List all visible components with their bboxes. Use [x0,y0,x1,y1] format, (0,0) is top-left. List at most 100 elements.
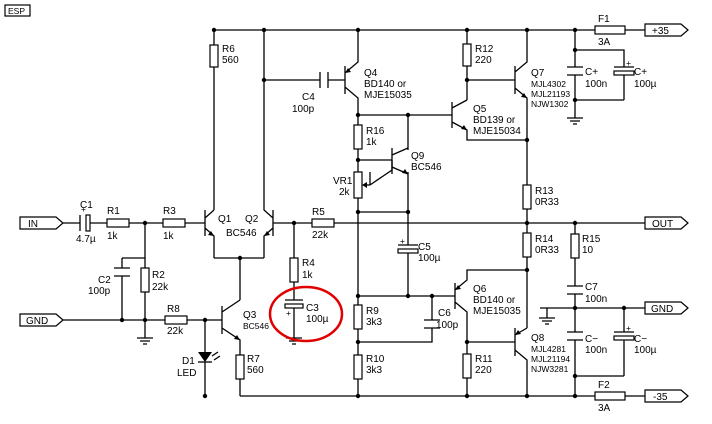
r2-value: 22k [152,282,169,293]
svg-text:+: + [626,323,631,333]
r14-ref: R14 [535,234,554,245]
r3-value: 1k [163,231,175,242]
resistor-r5: R5 22k [311,207,335,241]
r12-value: 220 [475,55,492,66]
r4-value: 1k [302,270,314,281]
cn1-ref: C− [585,334,598,345]
c4-value: 100p [292,104,315,115]
q6-type-b: MJE15035 [473,306,521,317]
transistor-q7: Q7 MJL4302 MJL21193 NJW1302 [514,30,570,185]
resistor-r16: R16 1k [353,124,385,150]
capacitor-c-minus-100u: + C− 100µ [613,308,657,376]
r1-value: 1k [107,231,119,242]
svg-text:+: + [81,204,86,214]
capacitor-c7: C7 100n [567,282,607,308]
transistor-q3: Q3 BC546 [221,299,269,355]
c7-ref: C7 [585,282,598,293]
q3-ref: Q3 [243,310,257,321]
capacitor-c3: + C3 100µ [284,299,329,345]
r4-ref: R4 [302,258,315,269]
q1-q2-type: BC546 [226,228,257,239]
pos-rail-terminal[interactable]: +35 [644,23,689,37]
q4-type-a: BD140 or [364,79,407,90]
esp-logo-text: ESP [8,6,25,16]
q9-type: BC546 [411,162,442,173]
q4-type-b: MJE15035 [364,90,412,101]
c1-value: 4.7µ [76,234,96,245]
q7-type-b: MJL21193 [531,89,570,99]
capacitor-c2: C2 100p [88,267,130,297]
c5-ref: C5 [418,242,431,253]
resistor-r6: R6 560 [209,30,239,210]
r2-ref: R2 [152,270,165,281]
neg-rail-label: -35 [653,392,668,403]
r11-ref: R11 [475,354,493,365]
c1-ref: C1 [80,200,93,211]
q8-type-b: MJL21194 [531,354,570,364]
gnd-left-terminal[interactable]: GND [19,313,64,327]
out-label: OUT [652,219,673,230]
q5-type-a: BD139 or [473,115,516,126]
r5-ref: R5 [312,207,325,218]
resistor-r3: R3 1k [162,206,186,242]
r14-value: 0R33 [535,245,559,256]
q6-type-a: BD140 or [473,295,516,306]
cp1-value: 100n [585,79,607,90]
svg-text:+: + [626,58,631,68]
q9-ref: Q9 [411,151,425,162]
transistor-q9: Q9 BC546 [391,147,442,175]
r3-ref: R3 [163,206,176,217]
transistor-q4: Q4 BD140 or MJE15035 [344,30,412,125]
c2-value: 100p [88,286,111,297]
r16-value: 1k [366,137,378,148]
resistor-r9: R9 3k3 [353,304,383,330]
f2-value: 3A [598,403,611,414]
c6-ref: C6 [438,308,451,319]
r13-ref: R13 [535,186,554,197]
r7-ref: R7 [247,354,260,365]
r10-ref: R10 [366,354,385,365]
q5-type-b: MJE15034 [473,126,521,137]
gnd-left-label: GND [26,316,48,327]
r15-ref: R15 [582,234,601,245]
q8-type-a: MJL4281 [531,344,566,354]
resistor-r2: R2 22k [140,267,169,293]
resistor-r7: R7 560 [235,354,264,396]
r10-value: 3k3 [366,365,383,376]
r12-ref: R12 [475,44,494,55]
resistor-r13: R13 0R33 [522,184,559,233]
out-terminal[interactable]: OUT [644,216,689,230]
svg-text:+: + [400,236,405,246]
transistor-q1: Q1 [204,209,232,258]
gnd-right-terminal[interactable]: GND [644,301,689,315]
r15-value: 10 [582,245,594,256]
capacitor-c5: + C5 100µ [397,236,441,296]
f2-ref: F2 [598,380,610,391]
neg-rail-terminal[interactable]: -35 [644,389,689,403]
q7-type-a: MJL4302 [531,79,566,89]
r8-ref: R8 [167,304,180,315]
r7-value: 560 [247,365,264,376]
q5-ref: Q5 [473,104,487,115]
cn1-value: 100n [585,345,607,356]
fuse-f1: F1 3A [594,14,626,48]
q7-type-c: NJW1302 [531,99,569,109]
r6-value: 560 [222,55,239,66]
fuse-f2: F2 3A [594,380,626,414]
capacitor-c-plus-100u: + C+ 100µ [613,58,657,90]
r5-value: 22k [312,230,329,241]
vr1-ref: VR1 [333,176,353,187]
esp-logo: ESP [4,4,31,17]
capacitor-c4: C4 100p [264,72,345,115]
potentiometer-vr1: VR1 2k [333,171,371,199]
d1-value: LED [177,368,196,379]
c5-value: 100µ [418,253,441,264]
in-terminal[interactable]: IN [19,216,64,230]
q1-ref: Q1 [218,214,232,225]
transistor-q8: Q8 MJL4281 MJL21194 NJW3281 [514,327,570,396]
resistor-r10: R10 3k3 [353,354,385,380]
resistor-r4: R4 1k [289,223,315,300]
c3-ref: C3 [306,303,319,314]
svg-text:+: + [286,308,291,318]
